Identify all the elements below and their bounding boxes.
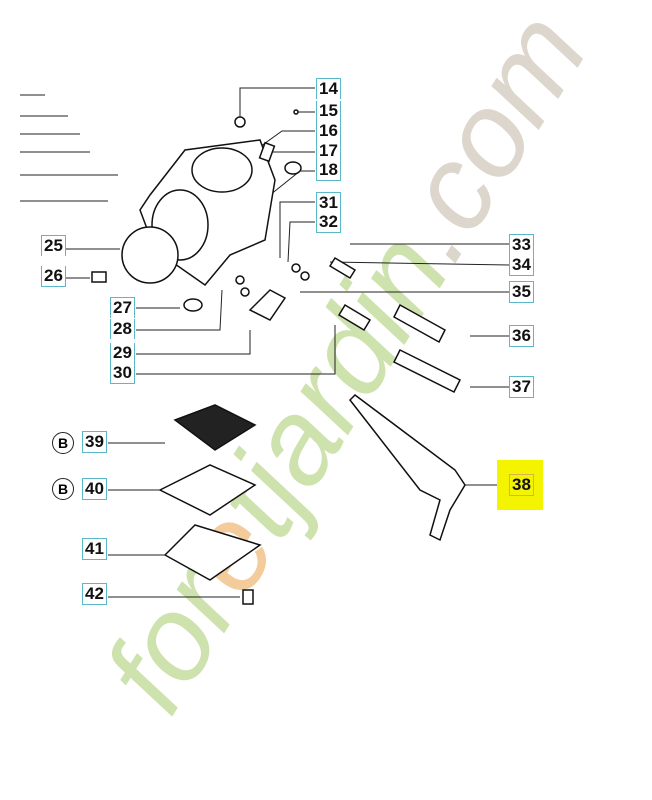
part-label-41[interactable]: 41 (82, 538, 107, 560)
part-label-37[interactable]: 37 (509, 376, 534, 398)
part-label-26[interactable]: 26 (41, 266, 66, 287)
part-label-33[interactable]: 33 (509, 234, 534, 255)
plug-27 (183, 298, 203, 312)
part-label-28[interactable]: 28 (110, 319, 135, 339)
part-label-16[interactable]: 16 (316, 121, 341, 141)
part-label-18[interactable]: 18 (316, 160, 341, 181)
metering-cover-41 (163, 524, 262, 581)
part-label-15[interactable]: 15 (316, 101, 341, 121)
part-label-42[interactable]: 42 (82, 583, 107, 605)
part-label-32[interactable]: 32 (316, 212, 341, 233)
part-label-25[interactable]: 25 (41, 235, 66, 256)
part-label-40[interactable]: 40 (82, 478, 107, 500)
part-label-17[interactable]: 17 (316, 141, 341, 161)
screw-36 (393, 303, 446, 344)
part-label-36[interactable]: 36 (509, 325, 534, 347)
part-label-29[interactable]: 29 (110, 343, 135, 363)
part-label-31[interactable]: 31 (316, 192, 341, 213)
spring-34 (328, 256, 357, 280)
watermark-logo: foretjardin.com (78, 0, 612, 734)
screw-26 (91, 271, 107, 283)
part-label-27[interactable]: 27 (110, 297, 135, 318)
part-label-34[interactable]: 34 (509, 255, 534, 276)
kit-marker-b: B (52, 432, 74, 454)
diaphragm-25 (121, 226, 179, 284)
part-label-39[interactable]: 39 (82, 431, 107, 453)
kit-marker-b: B (52, 478, 74, 500)
lever-29 (248, 289, 287, 321)
highlighted-part-38[interactable]: 38 (497, 460, 543, 510)
part-label-30[interactable]: 30 (110, 363, 135, 384)
part-label-35[interactable]: 35 (509, 281, 534, 303)
throttle-shaft-38 (349, 394, 466, 542)
svg-text:foretjardin.com: foretjardin.com (78, 0, 612, 734)
screw-37 (392, 348, 462, 394)
gasket-39 (173, 404, 257, 451)
spring-30 (337, 303, 372, 332)
part-label-14[interactable]: 14 (316, 78, 341, 99)
diaphragm-40 (158, 464, 257, 516)
part-label-38[interactable]: 38 (509, 474, 534, 496)
valve-42 (242, 589, 254, 605)
